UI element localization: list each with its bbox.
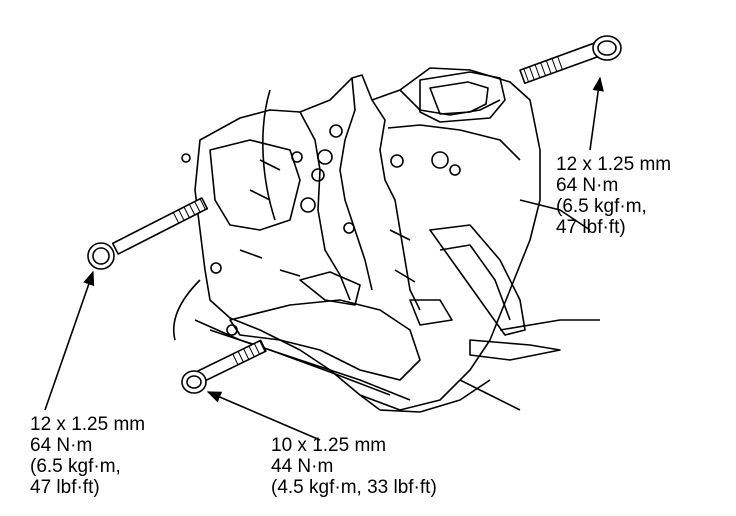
- leader-bottom: [206, 391, 321, 441]
- torque-lbf-label: 47 lbf·ft): [30, 477, 100, 498]
- torque-nm-label: 64 N·m: [30, 435, 93, 456]
- bracket-housing: [173, 67, 600, 413]
- bolt-top-right: [519, 35, 622, 85]
- leader-lines: [44, 76, 604, 441]
- bolt-left: [87, 197, 209, 270]
- torque-kgf-lbf-label: (4.5 kgf·m, 33 lbf·ft): [271, 477, 437, 498]
- leader-left: [44, 270, 95, 411]
- bolt-size-label: 12 x 1.25 mm: [556, 154, 672, 175]
- bolt-size-label: 10 x 1.25 mm: [271, 435, 387, 456]
- bolt-bottom: [181, 339, 267, 394]
- torque-kgf-label: (6.5 kgf·m,: [30, 456, 121, 477]
- torque-lbf-label: 47 lbf·ft): [556, 217, 626, 238]
- torque-spec-bottom: 10 x 1.25 mm 44 N·m (4.5 kgf·m, 33 lbf·f…: [271, 435, 437, 498]
- torque-kgf-label: (6.5 kgf·m,: [556, 196, 647, 217]
- torque-nm-label: 64 N·m: [556, 175, 619, 196]
- torque-nm-label: 44 N·m: [271, 456, 334, 477]
- bolt-size-label: 12 x 1.25 mm: [30, 414, 146, 435]
- torque-spec-left: 12 x 1.25 mm 64 N·m (6.5 kgf·m, 47 lbf·f…: [30, 414, 145, 498]
- leader-top-right: [589, 76, 604, 151]
- torque-spec-top-right: 12 x 1.25 mm 64 N·m (6.5 kgf·m, 47 lbf·f…: [556, 154, 671, 238]
